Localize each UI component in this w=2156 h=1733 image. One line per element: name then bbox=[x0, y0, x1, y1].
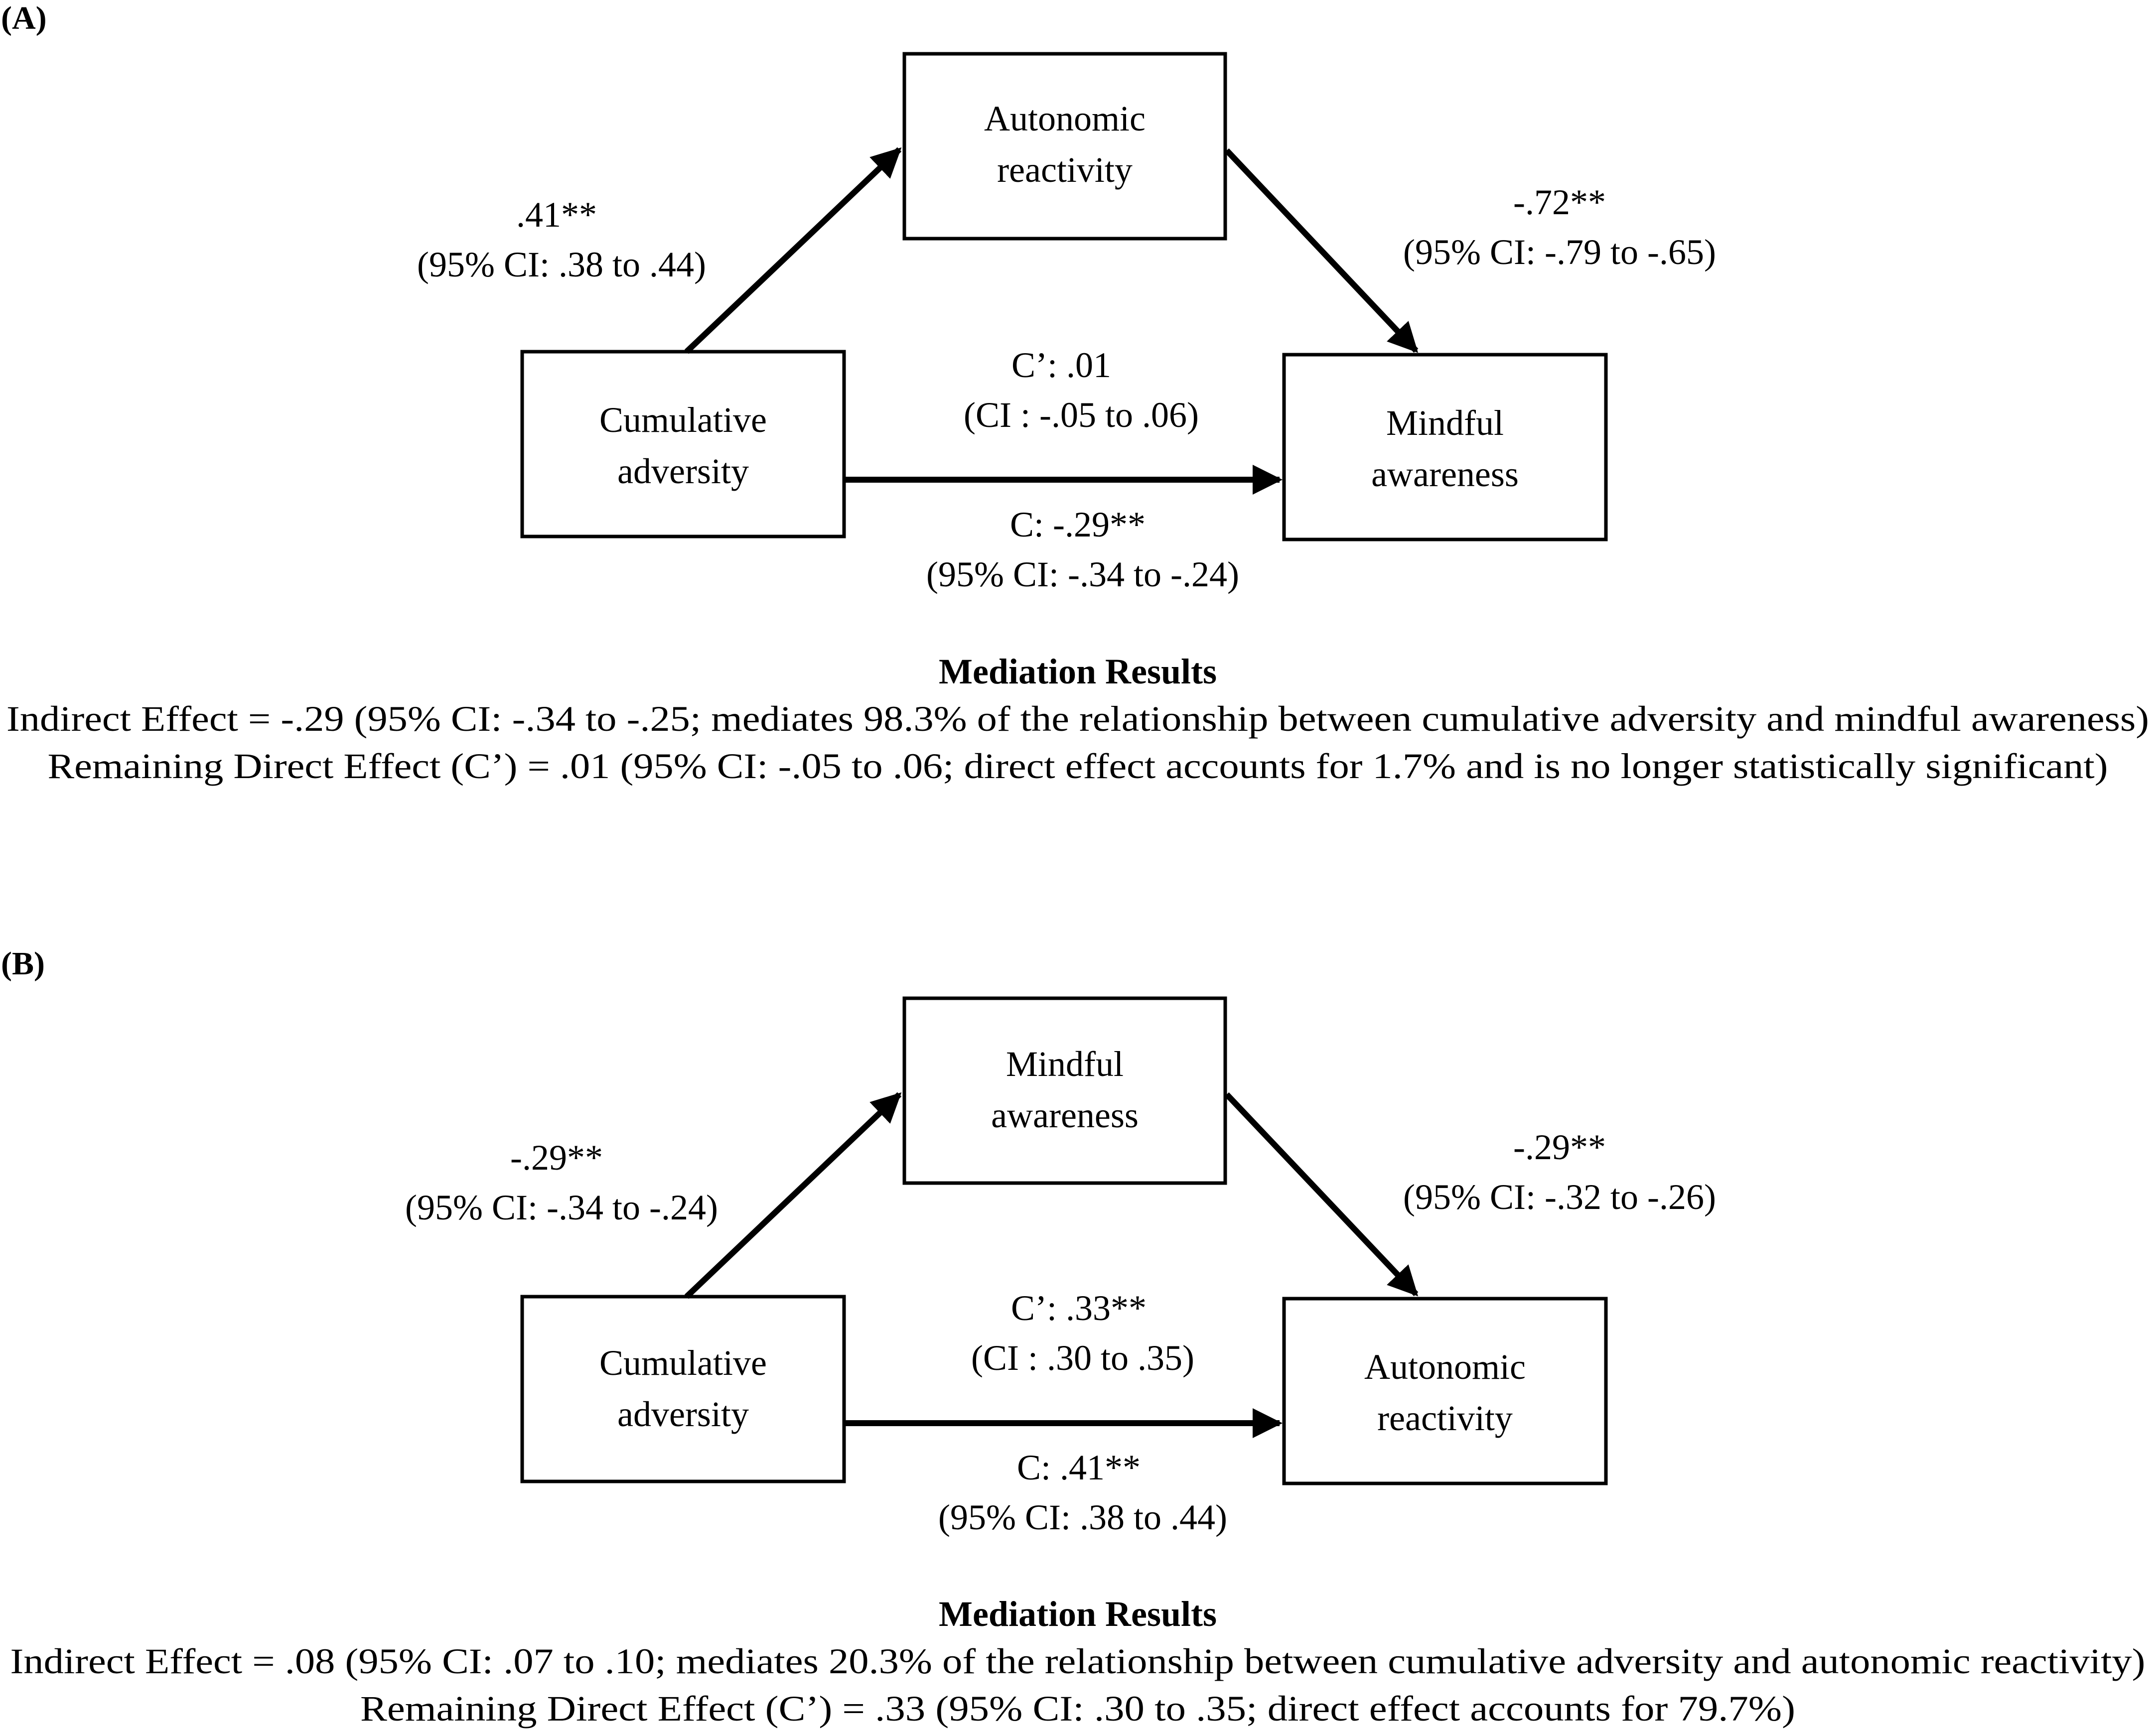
panel-b-path-a-ci: (95% CI: -.34 to -.24) bbox=[405, 1188, 718, 1227]
panel-b-results-direct: Remaining Direct Effect (C’) = .33 (95% … bbox=[360, 1689, 1795, 1729]
panel-b-label: (B) bbox=[1, 945, 45, 982]
panel-a-path-a-arrow bbox=[684, 147, 902, 354]
panel-b-results-title: Mediation Results bbox=[939, 1594, 1217, 1634]
panel-b-outcome-box: Autonomic reactivity bbox=[1282, 1297, 1608, 1485]
panel-a: (A) Autonomic reactivity Cumulative adve… bbox=[1, 0, 2149, 786]
panel-a-path-b-arrow bbox=[1224, 148, 1419, 353]
panel-b-path-c-coef: C: .41** bbox=[1017, 1448, 1141, 1487]
panel-b-outcome-line2: reactivity bbox=[1377, 1398, 1513, 1438]
panel-a-path-a-ci: (95% CI: .38 to .44) bbox=[417, 245, 706, 284]
panel-a-path-a-coef: .41** bbox=[516, 195, 597, 235]
panel-a-outcome-line1: Mindful bbox=[1386, 403, 1504, 443]
panel-b-path-b-coef: -.29** bbox=[1513, 1127, 1606, 1167]
panel-a-predictor-box: Cumulative adversity bbox=[520, 350, 846, 538]
panel-a-mediator-line1: Autonomic bbox=[984, 99, 1146, 138]
panel-a-predictor-line1: Cumulative bbox=[599, 400, 767, 440]
panel-a-outcome-line2: awareness bbox=[1371, 454, 1519, 494]
panel-a-path-b-coef: -.72** bbox=[1513, 182, 1606, 222]
panel-a-predictor-line2: adversity bbox=[617, 451, 749, 491]
panel-a-path-c-coef: C: -.29** bbox=[1010, 505, 1146, 544]
panel-b-path-c-ci: (95% CI: .38 to .44) bbox=[938, 1497, 1227, 1537]
panel-a-mediator-box: Autonomic reactivity bbox=[902, 52, 1227, 241]
panel-a-outcome-box: Mindful awareness bbox=[1282, 353, 1608, 541]
panel-b-results-indirect: Indirect Effect = .08 (95% CI: .07 to .1… bbox=[10, 1641, 2146, 1681]
panel-b-path-c-prime-coef: C’: .33** bbox=[1011, 1288, 1147, 1328]
panel-b-predictor-line1: Cumulative bbox=[599, 1343, 767, 1383]
panel-a-results-title: Mediation Results bbox=[939, 652, 1217, 691]
panel-b-outcome-line1: Autonomic bbox=[1364, 1347, 1526, 1387]
panel-a-label: (A) bbox=[1, 0, 47, 36]
panel-b-path-a-arrow bbox=[684, 1092, 902, 1299]
panel-a-path-c-prime-coef: C’: .01 bbox=[1011, 345, 1111, 385]
panel-b-path-b-arrow bbox=[1224, 1092, 1419, 1297]
panel-b-mediator-box: Mindful awareness bbox=[902, 996, 1227, 1185]
panel-b-path-b-ci: (95% CI: -.32 to -.26) bbox=[1403, 1177, 1716, 1217]
panel-a-path-c-prime-ci: (CI : -.05 to .06) bbox=[964, 395, 1199, 435]
panel-b-predictor-box: Cumulative adversity bbox=[520, 1295, 846, 1483]
panel-b-mediator-line1: Mindful bbox=[1006, 1044, 1124, 1084]
panel-b-path-a-coef: -.29** bbox=[510, 1138, 603, 1178]
panel-b-path-c-prime-ci: (CI : .30 to .35) bbox=[971, 1338, 1194, 1378]
panel-a-path-c-ci: (95% CI: -.34 to -.24) bbox=[926, 554, 1239, 594]
panel-a-results-indirect: Indirect Effect = -.29 (95% CI: -.34 to … bbox=[6, 699, 2149, 739]
panel-b-predictor-line2: adversity bbox=[617, 1394, 749, 1434]
panel-b-mediator-line2: awareness bbox=[991, 1095, 1139, 1135]
panel-b: (B) Mindful awareness Cumulative adversi… bbox=[1, 945, 2146, 1729]
panel-a-mediator-line2: reactivity bbox=[997, 150, 1133, 190]
panel-a-results-direct: Remaining Direct Effect (C’) = .01 (95% … bbox=[48, 746, 2108, 786]
panel-a-path-b-ci: (95% CI: -.79 to -.65) bbox=[1403, 232, 1716, 272]
